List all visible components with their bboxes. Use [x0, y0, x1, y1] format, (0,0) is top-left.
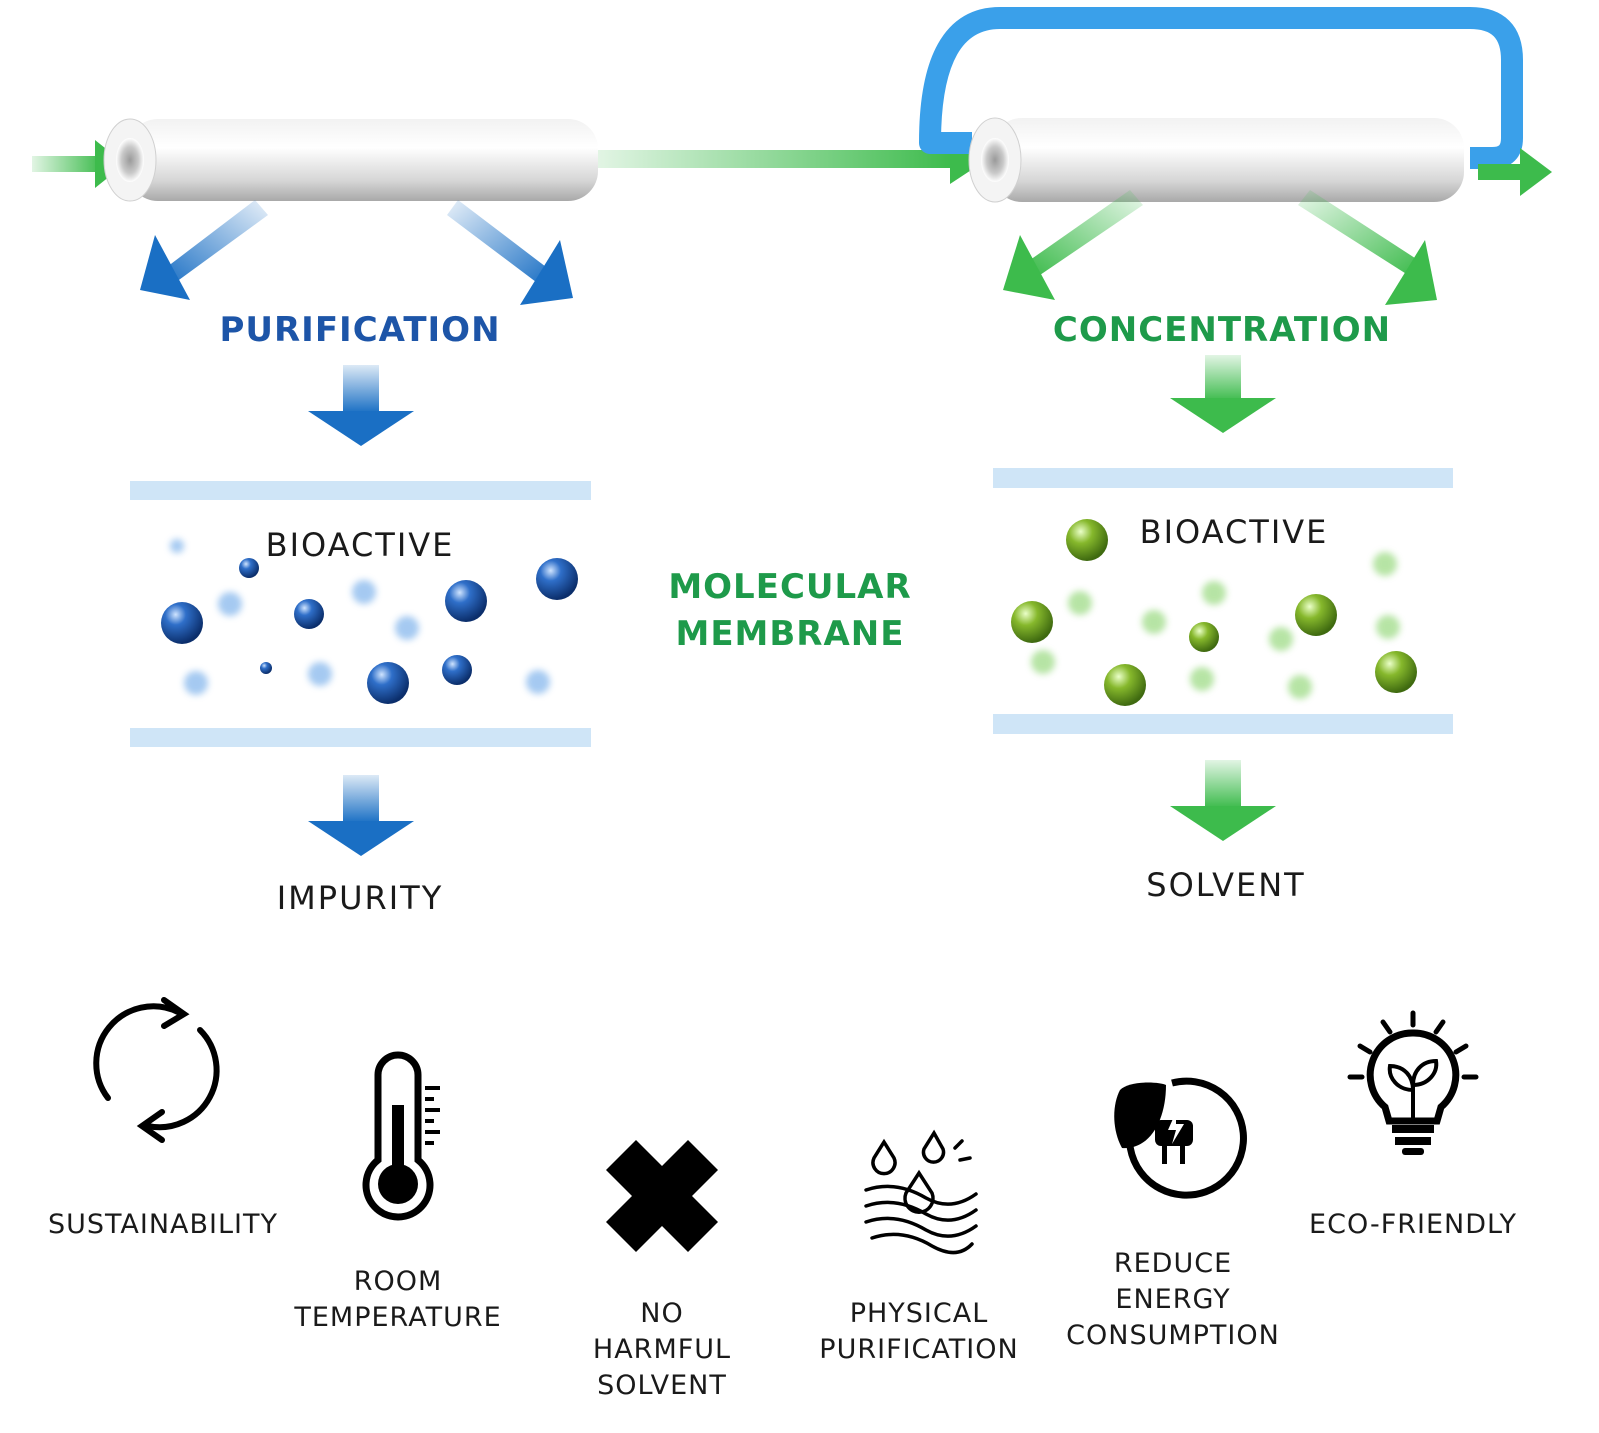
membrane-label: MEMBRANE	[676, 614, 905, 654]
caption-reduce: REDUCE	[1114, 1248, 1232, 1279]
solvent-label: SOLVENT	[1146, 866, 1305, 904]
blue-molecules	[161, 539, 578, 704]
left-membrane-top	[130, 481, 591, 500]
purification-tube	[103, 118, 598, 202]
caption-consumption: CONSUMPTION	[1066, 1320, 1280, 1351]
molecular-label: MOLECULAR	[668, 567, 911, 607]
cross-icon	[606, 1140, 718, 1252]
right-bioactive-label: BIOACTIVE	[1140, 513, 1329, 551]
benefit-captions: SUSTAINABILITY ROOM TEMPERATURE NO HARMF…	[48, 1209, 1517, 1401]
lightbulb-plant-icon	[1347, 1010, 1479, 1155]
concentration-tube	[968, 117, 1464, 203]
solvent-down-arrow	[1170, 760, 1276, 841]
concentration-split-arrows	[1003, 190, 1437, 305]
impurity-down-arrow	[308, 775, 414, 856]
impurity-label: IMPURITY	[277, 879, 444, 917]
purification-split-arrows	[140, 200, 573, 305]
caption-purification: PURIFICATION	[819, 1334, 1018, 1365]
caption-no: NO	[640, 1298, 683, 1329]
green-molecules	[1011, 519, 1417, 706]
right-membrane-top	[993, 468, 1453, 488]
purification-title: PURIFICATION	[219, 310, 500, 350]
thermometer-icon	[362, 1051, 440, 1221]
caption-energy: ENERGY	[1115, 1284, 1230, 1315]
caption-room: ROOM	[354, 1266, 443, 1297]
caption-temperature: TEMPERATURE	[293, 1302, 501, 1333]
outlet-arrow	[1478, 148, 1552, 196]
purification-down-arrow	[308, 365, 414, 446]
concentration-title: CONCENTRATION	[1053, 310, 1391, 350]
recycle-loop	[919, 7, 1523, 169]
left-membrane-bottom	[130, 728, 591, 747]
caption-solvent: SOLVENT	[597, 1370, 727, 1401]
caption-physical: PHYSICAL	[850, 1298, 989, 1329]
right-membrane-bottom	[993, 714, 1453, 734]
left-bioactive-label: BIOACTIVE	[266, 526, 455, 564]
water-drops-icon	[864, 1129, 978, 1255]
concentration-down-arrow	[1170, 355, 1276, 433]
caption-eco-friendly: ECO-FRIENDLY	[1309, 1209, 1517, 1240]
caption-sustainability: SUSTAINABILITY	[48, 1209, 278, 1240]
recycle-icon	[93, 997, 220, 1143]
caption-harmful: HARMFUL	[593, 1334, 731, 1365]
energy-plug-icon	[1114, 1077, 1247, 1199]
